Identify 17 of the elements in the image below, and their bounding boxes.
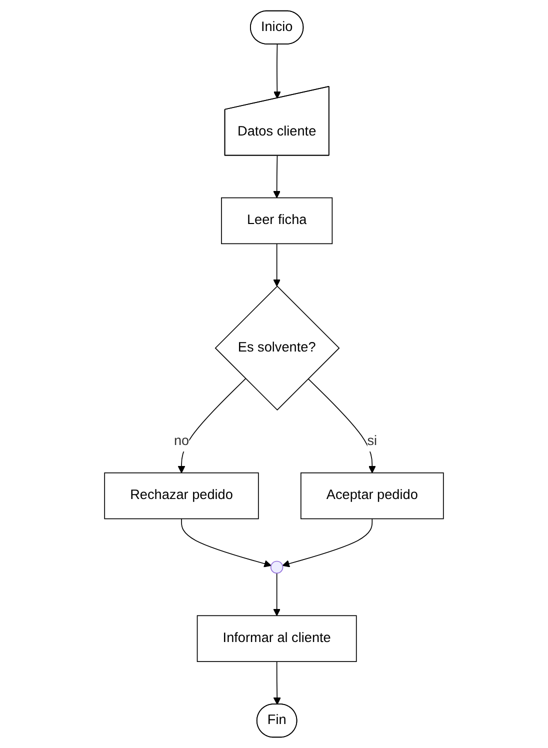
arrow <box>178 378 246 474</box>
node-box: Leer ficha <box>221 197 333 244</box>
edge-label: no <box>174 434 190 448</box>
arrow <box>308 378 376 474</box>
arrow <box>273 661 281 705</box>
node-box: Informar al cliente <box>196 615 357 662</box>
arrow <box>273 243 281 287</box>
arrow <box>273 572 281 616</box>
node-diamond: Es solvente? <box>214 286 340 411</box>
edge-label: si <box>367 434 378 448</box>
node-box: Rechazar pedido <box>104 472 259 520</box>
arrow <box>181 518 272 568</box>
arrow <box>273 155 281 198</box>
node-circle <box>270 560 284 574</box>
arrow <box>282 518 373 568</box>
node-box: Aceptar pedido <box>300 472 444 520</box>
arrow <box>273 44 281 99</box>
